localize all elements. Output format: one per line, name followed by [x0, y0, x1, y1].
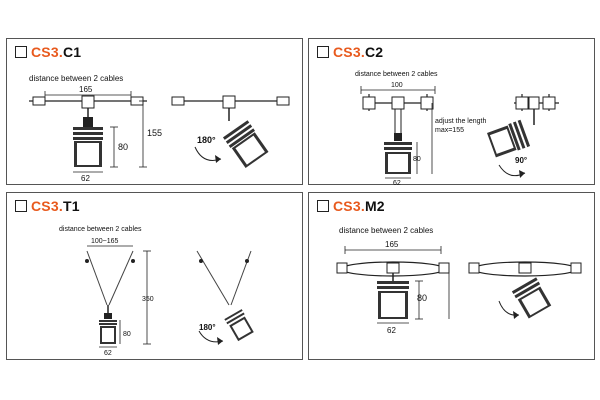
span-label: 100~165 [91, 238, 119, 245]
model-code: M2 [364, 198, 385, 214]
model-code: T1 [62, 198, 80, 214]
checkbox[interactable] [317, 200, 329, 212]
rotated-lamp [224, 309, 254, 342]
overall-label: 155 [147, 128, 162, 138]
panel-cs3-c1: CS3. C1 distance between 2 cables 165 80 [6, 38, 303, 185]
width-label: 62 [81, 174, 90, 183]
heatsink-fins [73, 127, 103, 140]
height-label: 80 [118, 142, 128, 152]
overall-label: 350 [142, 296, 154, 303]
rotation-label: 180° [197, 135, 216, 145]
series-code: CS3. [31, 44, 63, 60]
c2-drawing: distance between 2 cables 100 62 80 adju… [355, 71, 559, 187]
m2-drawing: distance between 2 cables 165 80 62 [336, 226, 582, 335]
cable-right [108, 250, 134, 306]
checkbox[interactable] [15, 200, 27, 212]
width-label: 62 [387, 326, 396, 335]
max-note: max=155 [435, 127, 464, 134]
panel-title: CS3. M2 [317, 198, 385, 214]
cable-clamp-left [32, 96, 46, 106]
joint [83, 117, 93, 127]
series-code: CS3. [333, 198, 365, 214]
adjust-note: adjust the length [435, 118, 486, 125]
lamp-lens [77, 143, 99, 165]
rotated-lamp [511, 277, 552, 319]
panel-title: CS3. C2 [317, 44, 383, 60]
panel-cs3-m2: CS3. M2 distance between 2 cables 165 80… [308, 192, 595, 360]
model-code: C2 [364, 44, 384, 60]
heatsink-fins [384, 142, 412, 150]
connector [81, 95, 95, 109]
model-code: C1 [62, 44, 82, 60]
width-label: 62 [104, 350, 112, 357]
checkbox[interactable] [317, 46, 329, 58]
rotation-label: 90° [515, 156, 527, 165]
panel-title: CS3. T1 [15, 198, 80, 214]
span-label: 165 [385, 240, 399, 249]
t1-drawing: distance between 2 cables 100~165 80 62 … [59, 226, 254, 357]
caption: distance between 2 cables [59, 226, 142, 233]
caption: distance between 2 cables [29, 74, 123, 83]
panel-cs3-t1: CS3. T1 distance between 2 cables 100~16… [6, 192, 303, 360]
rotated-lamp [487, 119, 531, 158]
heatsink-fins [377, 281, 409, 289]
cable-left [86, 250, 108, 306]
panel-cs3-c2: CS3. C2 distance between 2 cables 100 62… [308, 38, 595, 187]
height-label: 80 [417, 293, 427, 303]
rotation-label: 180° [199, 323, 216, 332]
caption: distance between 2 cables [339, 226, 433, 235]
span-label: 165 [79, 85, 93, 94]
caption: distance between 2 cables [355, 71, 438, 78]
series-code: CS3. [31, 198, 63, 214]
height-label: 80 [413, 156, 421, 163]
c1-drawing: distance between 2 cables 165 80 62 [29, 74, 290, 183]
width-label: 62 [393, 180, 401, 187]
span-label: 100 [391, 82, 403, 89]
checkbox[interactable] [15, 46, 27, 58]
height-label: 80 [123, 331, 131, 338]
panel-title: CS3. C1 [15, 44, 81, 60]
series-code: CS3. [333, 44, 365, 60]
rotated-lamp [222, 120, 269, 168]
